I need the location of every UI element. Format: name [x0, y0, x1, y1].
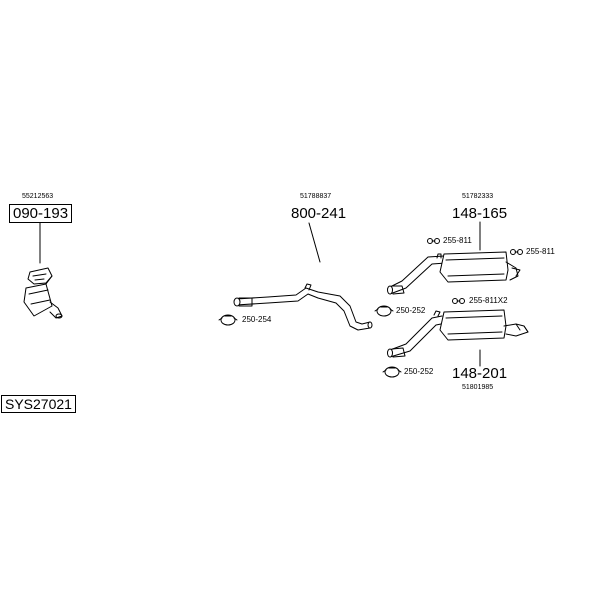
middle-pipe-oem-number: 51788837 — [300, 193, 332, 200]
hanger-label-a-right[interactable]: 255-811 — [526, 247, 555, 256]
catalyst-oem-number: 55212563 — [22, 193, 54, 200]
hanger-label-b[interactable]: 255-811X2 — [469, 296, 508, 305]
silencer-b-oem-number: 51801985 — [462, 384, 494, 391]
hanger-label-a-left[interactable]: 255-811 — [443, 236, 472, 245]
clamp-label-rear-a[interactable]: 250-252 — [396, 306, 426, 315]
clamp-label-middle[interactable]: 250-254 — [242, 315, 272, 324]
middle-pipe-icon — [233, 283, 373, 331]
rear-silencer-b-icon — [387, 309, 529, 358]
rubber-hanger-icon — [427, 238, 440, 244]
silencer-a-part-number[interactable]: 148-165 — [452, 205, 508, 222]
pipe-clamp-icon — [382, 366, 402, 378]
rubber-hanger-icon — [452, 298, 465, 304]
catalyst-part-number[interactable]: 090-193 — [9, 204, 73, 223]
silencer-b-part-number[interactable]: 148-201 — [452, 365, 508, 382]
catalytic-converter-icon — [23, 267, 63, 319]
leader-line-middle-pipe — [308, 222, 321, 263]
silencer-a-oem-number: 51782333 — [462, 193, 494, 200]
pipe-clamp-icon — [218, 314, 238, 326]
pipe-clamp-icon — [374, 305, 394, 317]
system-code: SYS27021 — [1, 395, 76, 413]
clamp-label-rear-b[interactable]: 250-252 — [404, 367, 434, 376]
rubber-hanger-icon — [510, 249, 523, 255]
rear-silencer-a-icon — [387, 251, 521, 295]
middle-pipe-part-number[interactable]: 800-241 — [291, 205, 347, 222]
